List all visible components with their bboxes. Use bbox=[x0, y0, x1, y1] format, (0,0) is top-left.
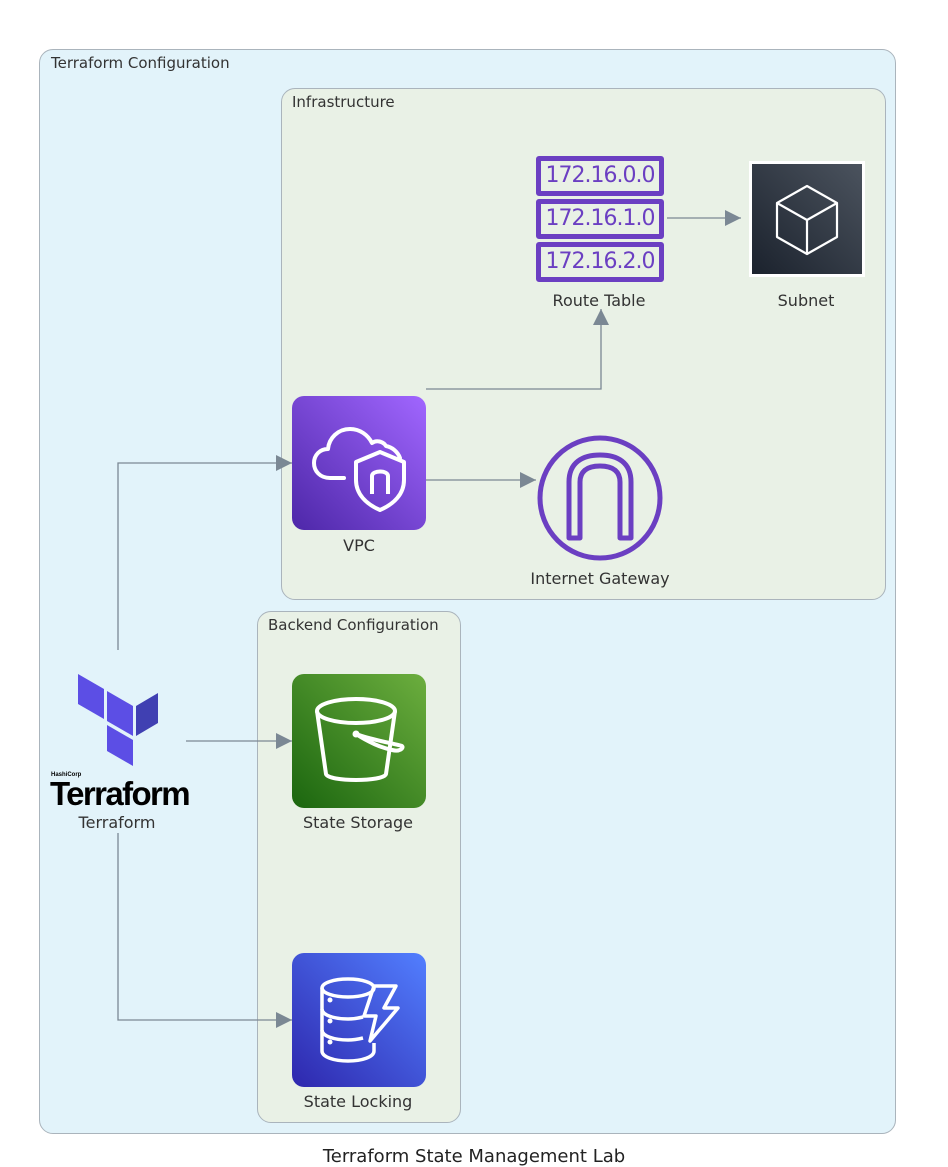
route-entry: 172.16.0.0 bbox=[536, 156, 664, 196]
vpc-node[interactable] bbox=[292, 396, 426, 530]
route-table-node[interactable]: 172.16.0.0 172.16.1.0 172.16.2.0 bbox=[536, 156, 666, 282]
cluster-label: Infrastructure bbox=[292, 93, 395, 111]
internet-gateway-node[interactable] bbox=[536, 434, 664, 562]
edge-terraform-to-state-locking bbox=[117, 833, 292, 1028]
subnet-icon bbox=[749, 161, 865, 277]
s3-bucket-icon bbox=[292, 674, 426, 808]
edge-terraform-to-vpc bbox=[117, 455, 292, 650]
internet-gateway-label: Internet Gateway bbox=[530, 569, 670, 588]
hashicorp-wordmark: HashiCorp bbox=[51, 772, 82, 778]
route-entry: 172.16.1.0 bbox=[536, 199, 664, 239]
dynamodb-icon bbox=[292, 953, 426, 1087]
vpc-label: VPC bbox=[343, 536, 375, 555]
terraform-label: Terraform bbox=[78, 813, 156, 832]
terraform-node[interactable]: HashiCorp Terraform bbox=[50, 672, 191, 812]
state-locking-node[interactable] bbox=[292, 953, 426, 1087]
subnet-label: Subnet bbox=[777, 291, 835, 310]
internet-gateway-icon bbox=[537, 435, 663, 561]
edge-vpc-to-route-table bbox=[426, 309, 609, 390]
state-storage-node[interactable] bbox=[292, 674, 426, 808]
route-table-label: Route Table bbox=[552, 291, 646, 310]
vpc-icon bbox=[292, 396, 426, 530]
state-storage-label: State Storage bbox=[302, 813, 414, 832]
diagram-title: Terraform State Management Lab bbox=[322, 1146, 626, 1167]
route-table-icon: 172.16.0.0 172.16.1.0 172.16.2.0 bbox=[536, 156, 666, 282]
subnet-node[interactable] bbox=[749, 161, 865, 277]
terraform-logo bbox=[78, 674, 158, 766]
cluster-label: Terraform Configuration bbox=[51, 54, 230, 72]
terraform-wordmark: Terraform bbox=[50, 775, 191, 812]
state-locking-label: State Locking bbox=[303, 1092, 413, 1111]
cluster-label: Backend Configuration bbox=[268, 616, 439, 634]
route-entry: 172.16.2.0 bbox=[536, 242, 664, 282]
